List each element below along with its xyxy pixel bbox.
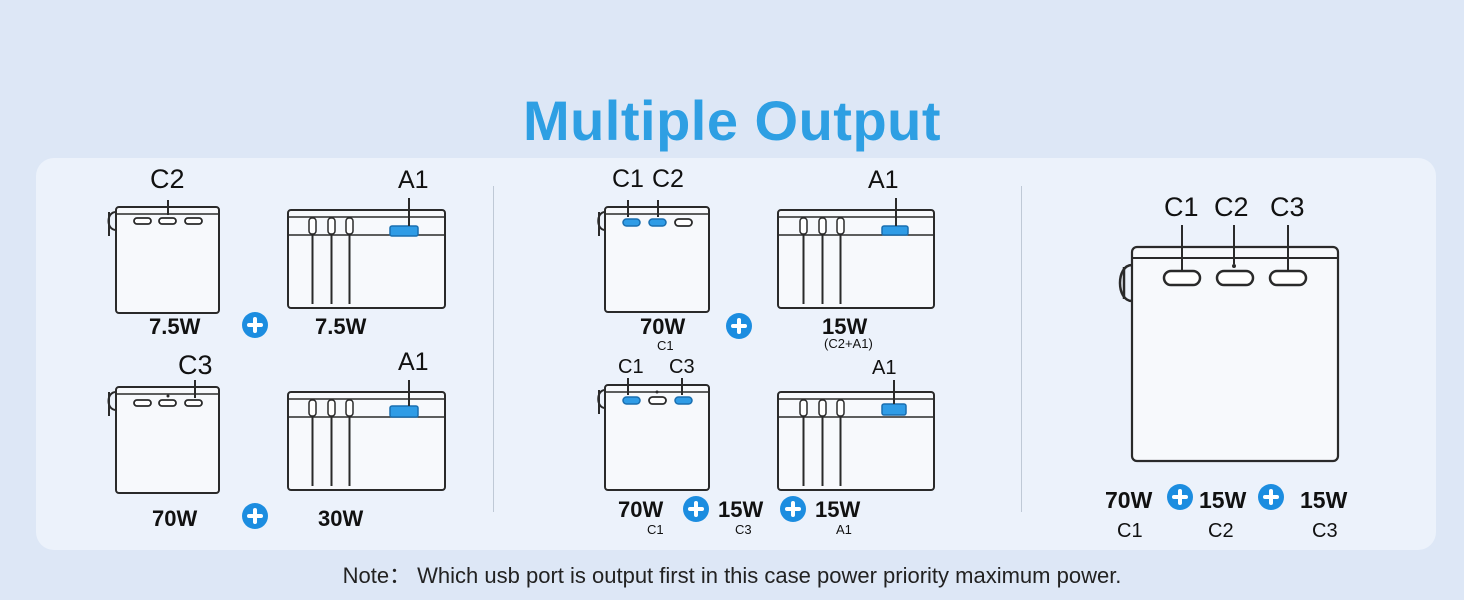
- watt-label: 15W: [718, 497, 764, 522]
- watt-label: 70W: [640, 314, 686, 339]
- charger-side-icon: [287, 380, 446, 491]
- charger-side-icon: [287, 198, 446, 309]
- port-label: C2: [150, 164, 185, 194]
- port-label: C1: [612, 165, 644, 193]
- divider-right: [1021, 186, 1022, 512]
- port-label: C1: [618, 356, 644, 378]
- port-label: C1: [1164, 192, 1199, 222]
- watt-label: 15W: [815, 497, 861, 522]
- watt-label: 15W: [1199, 487, 1247, 513]
- watt-sub-label: C3: [735, 522, 752, 537]
- watt-sub-label: C3: [1312, 520, 1338, 542]
- watt-label: 7.5W: [149, 314, 201, 339]
- charger-front-icon: [107, 380, 220, 494]
- port-label: C2: [652, 165, 684, 193]
- watt-sub-label: C1: [1117, 520, 1143, 542]
- plus-icon: [242, 312, 268, 338]
- watt-label: 70W: [152, 506, 198, 531]
- watt-label: 30W: [318, 506, 364, 531]
- footnote: Note： Which usb port is output first in …: [342, 563, 1122, 588]
- watt-sub-label: C2: [1208, 520, 1234, 542]
- charger-front-icon: [107, 200, 220, 314]
- charger-front-icon: [597, 200, 710, 313]
- charger-side-icon: [777, 198, 935, 309]
- page-title: Multiple Output: [522, 89, 942, 152]
- port-label: C3: [1270, 192, 1305, 222]
- charger-front-icon: [1118, 225, 1340, 463]
- plus-icon: [726, 313, 752, 339]
- watt-sub-label: C1: [647, 522, 664, 537]
- plus-icon: [242, 503, 268, 529]
- plus-icon: [683, 496, 709, 522]
- plus-icon: [780, 496, 806, 522]
- port-label: C2: [1214, 192, 1249, 222]
- port-label: A1: [868, 166, 899, 194]
- watt-label: 7.5W: [315, 314, 367, 339]
- watt-label: 15W: [822, 314, 868, 339]
- port-label: A1: [398, 166, 429, 194]
- watt-sub-label: C1: [657, 338, 674, 353]
- plus-icon: [1258, 484, 1284, 510]
- watt-label: 70W: [618, 497, 664, 522]
- watt-sub-label: (C2+A1): [824, 336, 873, 351]
- watt-label: 15W: [1300, 487, 1348, 513]
- watt-label: 70W: [1105, 487, 1153, 513]
- charger-side-icon: [777, 380, 935, 491]
- port-label: A1: [872, 357, 897, 379]
- watt-sub-label: A1: [836, 522, 852, 537]
- port-label: C3: [669, 356, 695, 378]
- port-label: A1: [398, 348, 429, 376]
- plus-icon: [1167, 484, 1193, 510]
- divider-left: [493, 186, 494, 512]
- charger-front-icon: [597, 378, 710, 491]
- port-label: C3: [178, 350, 213, 380]
